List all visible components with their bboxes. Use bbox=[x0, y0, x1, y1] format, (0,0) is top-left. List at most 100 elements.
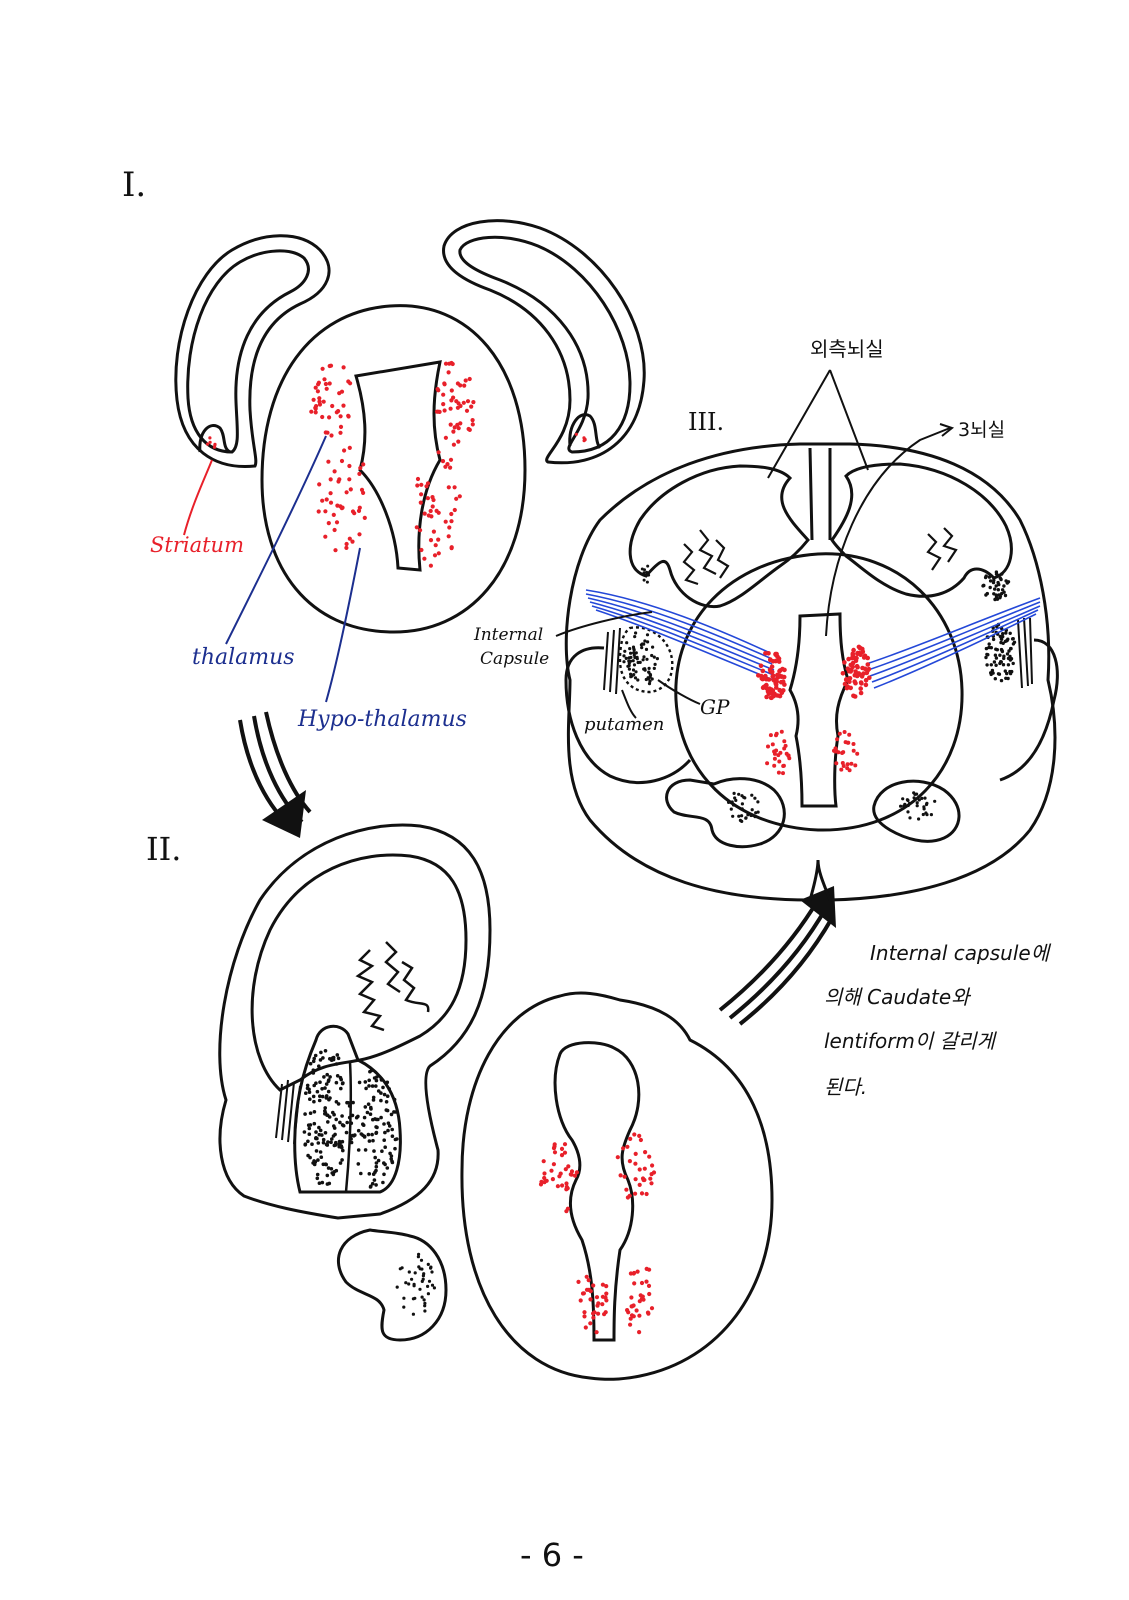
stipple-dot bbox=[318, 1128, 323, 1133]
stipple-dot bbox=[328, 1075, 332, 1079]
stipple-dot bbox=[359, 1171, 363, 1176]
stipple-dot bbox=[367, 1139, 372, 1143]
stipple-dot bbox=[311, 1071, 316, 1075]
stipple-dot bbox=[385, 1166, 390, 1170]
stipple-dot bbox=[320, 498, 325, 503]
stipple-dot bbox=[323, 1049, 328, 1053]
stipple-dot bbox=[655, 657, 660, 661]
stipple-dot bbox=[334, 1140, 338, 1145]
stipple-dot bbox=[648, 1176, 653, 1181]
stipple-dot bbox=[311, 1059, 316, 1064]
stipple-dot bbox=[318, 1094, 322, 1098]
stipple-dot bbox=[364, 1086, 368, 1091]
stipple-dot bbox=[648, 679, 652, 683]
stipple-dot bbox=[552, 1150, 558, 1155]
stipple-dot bbox=[308, 1097, 312, 1101]
stipple-dot bbox=[628, 1316, 633, 1321]
stipple-dot bbox=[850, 651, 856, 656]
stipple-dot bbox=[984, 646, 989, 651]
stipple-dot bbox=[324, 497, 329, 502]
stipple-dot bbox=[770, 742, 775, 747]
stipple-dot bbox=[363, 1105, 368, 1109]
stipple-dot bbox=[999, 660, 1003, 664]
stipple-dot bbox=[645, 657, 649, 661]
stipple-dot bbox=[915, 792, 919, 796]
stipple-dot bbox=[841, 750, 846, 755]
panel-2-striatum-divider bbox=[344, 1061, 353, 1193]
panel-3-third-ventricle-arrowhead bbox=[939, 423, 955, 437]
stipple-dot bbox=[772, 751, 777, 756]
stipple-dot bbox=[440, 459, 446, 464]
stipple-dot bbox=[997, 593, 1001, 597]
stipple-dot bbox=[908, 816, 912, 820]
stipple-dot bbox=[384, 1100, 389, 1104]
stipple-dot bbox=[382, 1138, 387, 1142]
stipple-dot bbox=[737, 814, 741, 818]
stipple-dot bbox=[338, 424, 344, 429]
stipple-dot bbox=[584, 1287, 590, 1292]
stipple-dot bbox=[323, 1106, 328, 1110]
panel-3-left-hippocampal-lobe bbox=[665, 777, 786, 849]
stipple-dot bbox=[306, 1139, 310, 1144]
stipple-dot bbox=[425, 496, 430, 501]
stipple-dot bbox=[356, 1148, 361, 1152]
stipple-dot bbox=[370, 1132, 374, 1137]
stipple-dot bbox=[374, 1168, 378, 1173]
stipple-dot bbox=[840, 761, 845, 765]
stipple-dot bbox=[374, 1161, 379, 1165]
stipple-dot bbox=[321, 1137, 326, 1142]
stipple-dot bbox=[632, 1281, 637, 1286]
stipple-dot bbox=[639, 1191, 645, 1196]
stipple-dot bbox=[782, 682, 787, 687]
stipple-dot bbox=[368, 1112, 373, 1116]
stipple-dot bbox=[837, 731, 842, 736]
stipple-dot bbox=[989, 671, 993, 675]
stipple-dot bbox=[329, 1140, 333, 1145]
stipple-dot bbox=[629, 655, 633, 660]
panel-3-brain-outline bbox=[564, 442, 1057, 902]
stipple-dot bbox=[849, 761, 854, 766]
stipple-dot bbox=[631, 1303, 636, 1308]
stipple-dot bbox=[374, 1164, 379, 1169]
stipple-dot bbox=[731, 814, 735, 818]
stipple-dot bbox=[997, 582, 1001, 587]
stipple-dot bbox=[1010, 669, 1014, 674]
panel-3-left-lentiform-dots bbox=[622, 564, 660, 686]
stipple-dot bbox=[317, 399, 322, 404]
stipple-dot bbox=[853, 680, 858, 686]
stipple-dot bbox=[348, 487, 353, 492]
panel-1: I. Striatum thalamus Hypo-thalamus bbox=[122, 165, 646, 732]
stipple-dot bbox=[392, 1097, 397, 1102]
stipple-dot bbox=[782, 739, 787, 744]
stipple-dot bbox=[629, 672, 633, 676]
stipple-dot bbox=[441, 392, 446, 397]
stipple-dot bbox=[639, 1280, 645, 1286]
stipple-dot bbox=[374, 1183, 378, 1187]
stipple-dot bbox=[312, 1162, 317, 1167]
stipple-dot bbox=[981, 584, 985, 588]
stipple-dot bbox=[317, 1098, 322, 1103]
stipple-dot bbox=[591, 1315, 596, 1320]
stipple-dot bbox=[624, 1187, 629, 1192]
stipple-dot bbox=[395, 1137, 399, 1141]
stipple-dot bbox=[387, 1087, 392, 1091]
stipple-dot bbox=[581, 1291, 587, 1296]
stipple-dot bbox=[772, 756, 777, 761]
stipple-dot bbox=[345, 1120, 350, 1125]
stipple-dot bbox=[602, 1312, 607, 1317]
stipple-dot bbox=[766, 677, 772, 682]
stipple-dot bbox=[574, 1170, 580, 1175]
stipple-dot bbox=[640, 646, 644, 650]
stipple-dot bbox=[862, 666, 868, 672]
stipple-dot bbox=[776, 770, 781, 775]
stipple-dot bbox=[436, 450, 441, 455]
stipple-dot bbox=[642, 571, 646, 575]
stipple-dot bbox=[596, 1311, 601, 1316]
panel-2-striatum-dots bbox=[302, 1049, 399, 1189]
stipple-dot bbox=[371, 1172, 376, 1176]
stipple-dot bbox=[652, 655, 656, 659]
stipple-dot bbox=[758, 663, 764, 669]
stipple-dot bbox=[314, 1130, 318, 1134]
stipple-dot bbox=[338, 1075, 343, 1080]
